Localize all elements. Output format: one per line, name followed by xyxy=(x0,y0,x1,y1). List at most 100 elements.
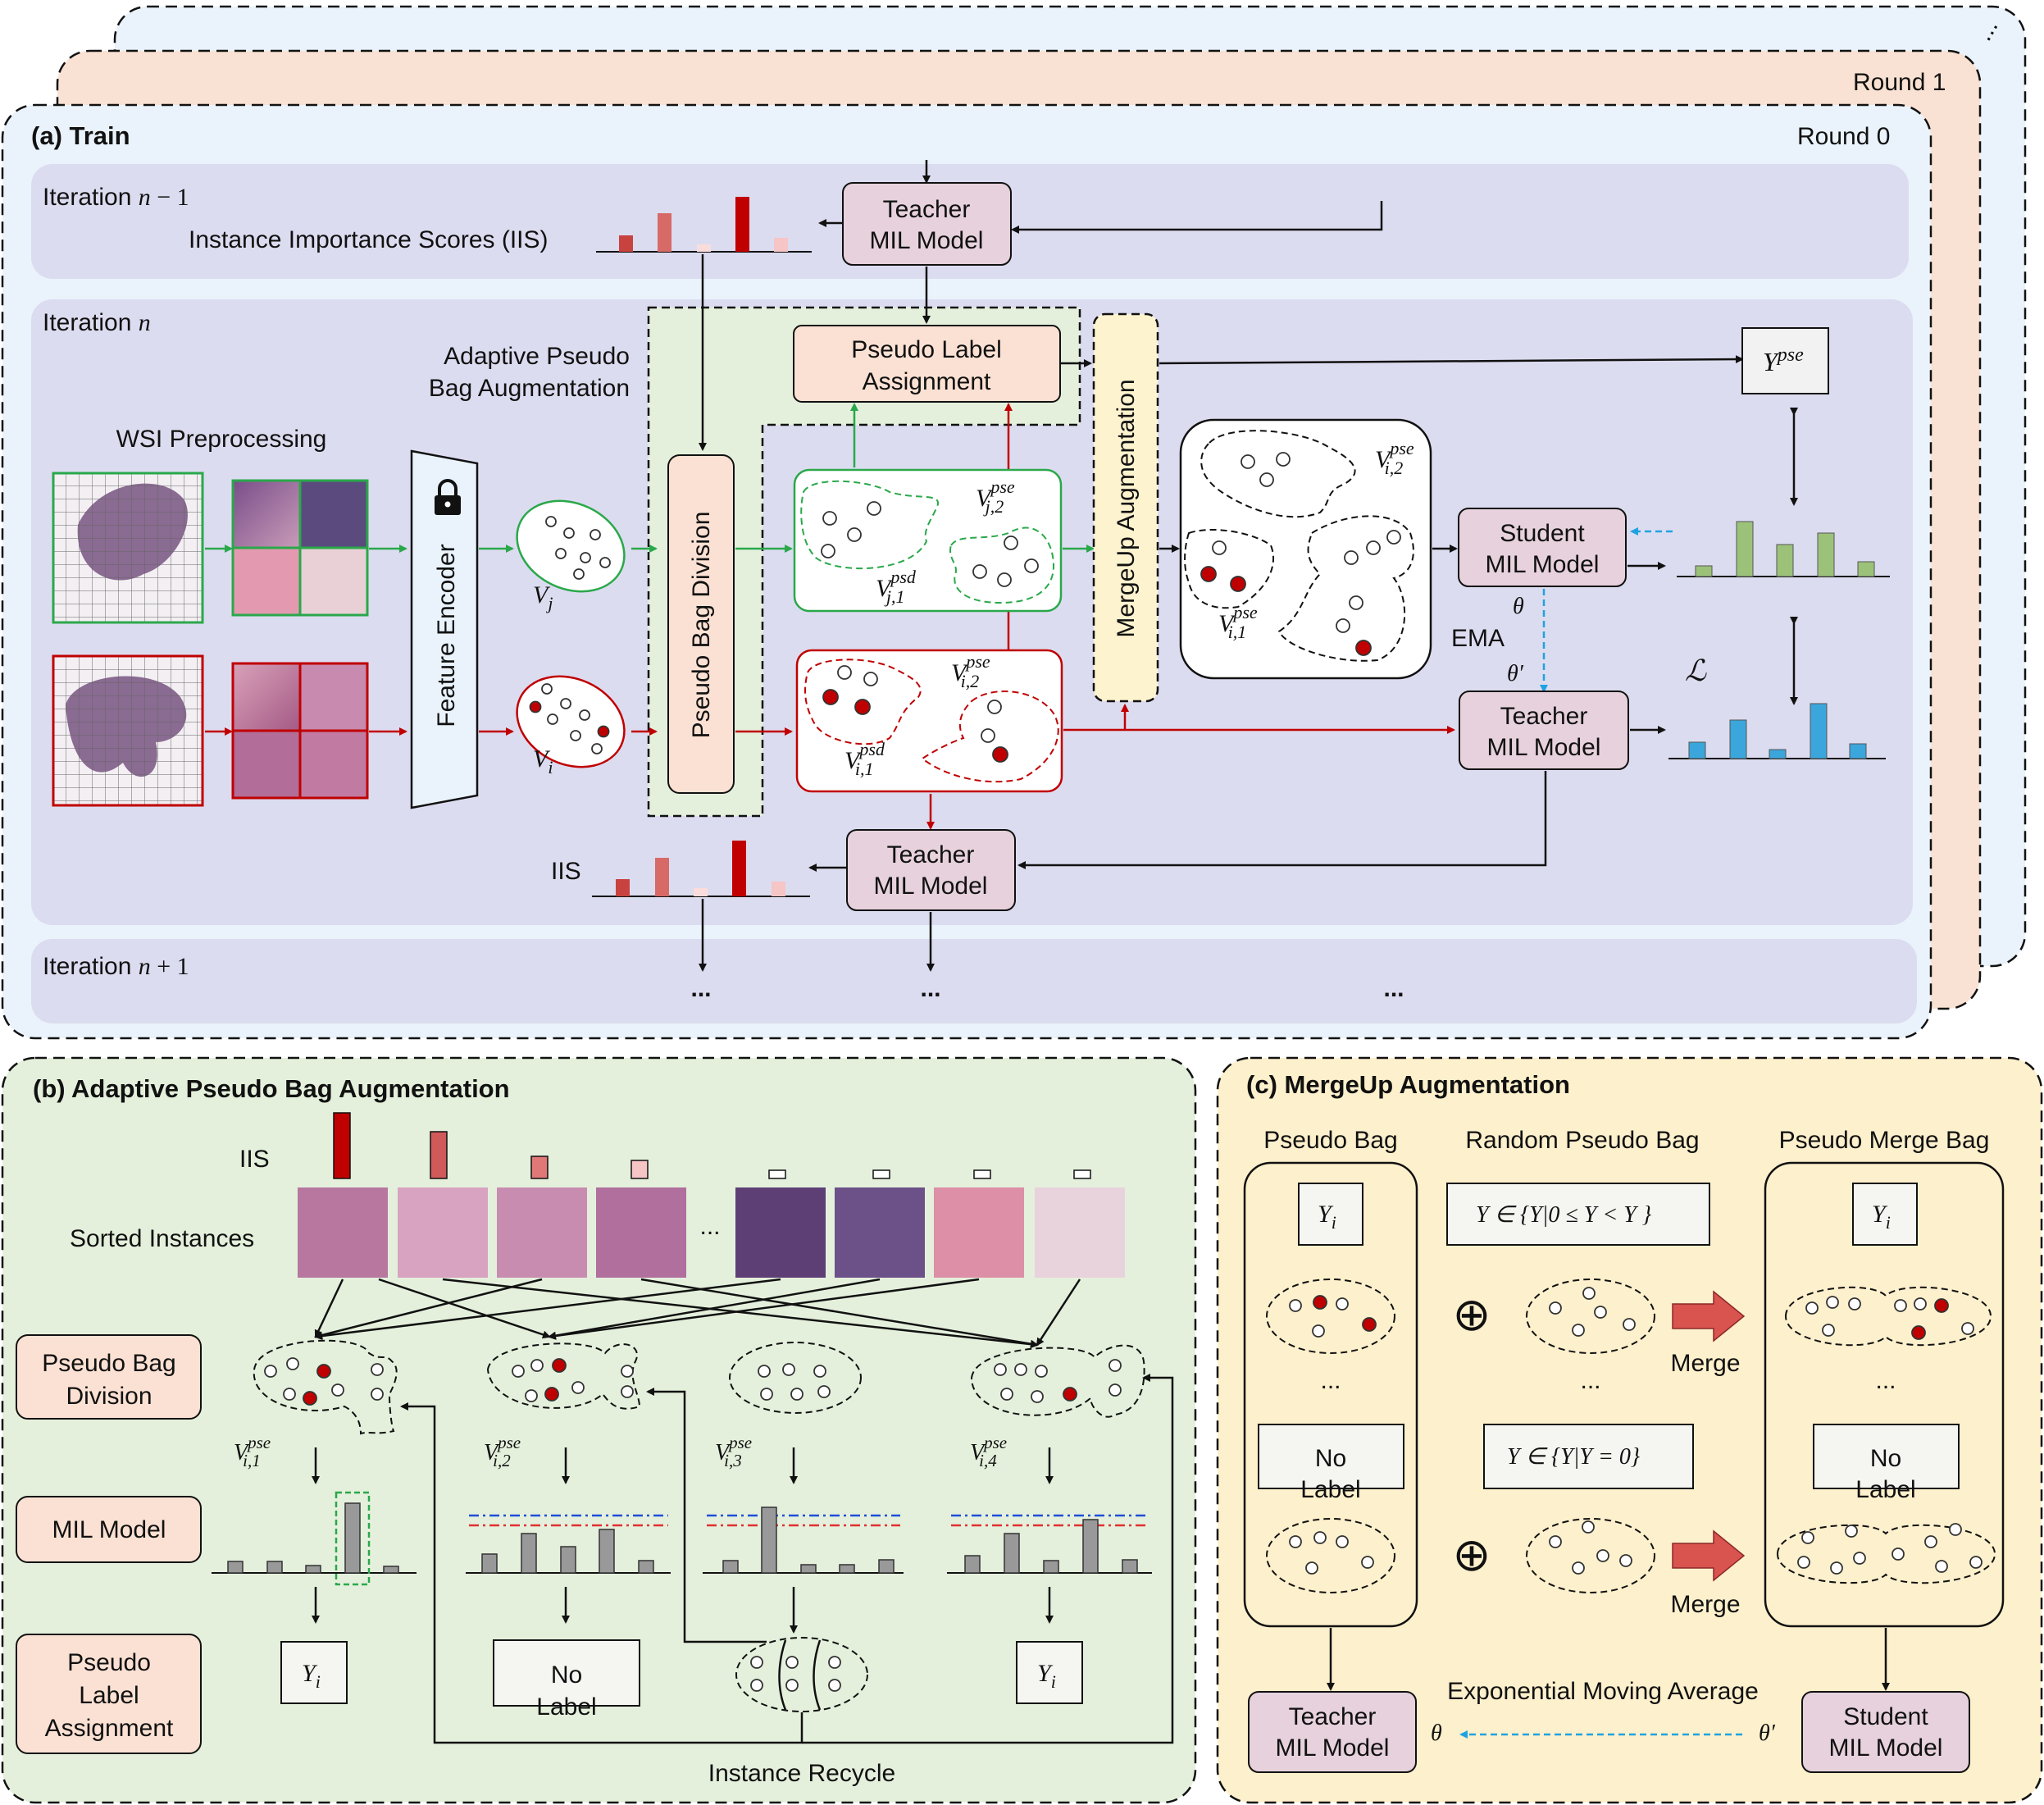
pseudo-bag-division-box xyxy=(667,454,735,794)
pla-l1: Pseudo Label xyxy=(851,336,1002,363)
b-mil-bars-4 xyxy=(947,1514,1152,1574)
b-iis-label: IIS xyxy=(239,1146,270,1173)
merged-bag-box xyxy=(1179,418,1432,680)
wsi-green xyxy=(52,472,204,624)
patches-green xyxy=(231,479,369,617)
apba-panel-title: (b) Adaptive Pseudo Bag Augmentation xyxy=(33,1074,510,1103)
mergeup-box xyxy=(1092,312,1159,703)
student-l2: MIL Model xyxy=(1486,551,1600,578)
panel-apba: (b) Adaptive Pseudo Bag Augmentation IIS… xyxy=(1,1056,1197,1804)
iteration-current-label: Iteration n xyxy=(43,309,151,336)
c-student-l1: Student xyxy=(1843,1703,1928,1730)
b-yi-box-2 xyxy=(1016,1641,1083,1704)
pla-l2: Assignment xyxy=(863,368,991,395)
teacher-cur-l1: Teacher xyxy=(1500,703,1588,730)
iteration-prev-label: Iteration n − 1 xyxy=(43,184,189,211)
c-nolabel-right-l1: No xyxy=(1870,1445,1901,1472)
sorted-dots: ... xyxy=(699,1213,720,1240)
teacher-lower-box xyxy=(846,829,1016,911)
b-down-arrows xyxy=(312,1447,1054,1634)
c-bag-left-1 xyxy=(1266,1279,1395,1354)
c-yj-cond1-box xyxy=(1446,1183,1710,1246)
iis-bars-current xyxy=(592,841,810,897)
c-pseudo-bag-box xyxy=(1243,1161,1418,1628)
teacher-low-l2: MIL Model xyxy=(874,873,988,900)
b-pla-l2: Label xyxy=(79,1682,139,1709)
apba-label-l2: Bag Augmentation xyxy=(429,375,630,402)
teacher-low-l1: Teacher xyxy=(887,841,975,868)
theta-prime-label: θ′ xyxy=(1507,661,1524,686)
c-merge-bag-title: Pseudo Merge Bag xyxy=(1779,1127,1990,1154)
wsi-red xyxy=(52,654,204,807)
c-theta: θ xyxy=(1431,1721,1442,1746)
c-yj-cond2: Y ∈ {Y|Y = 0} xyxy=(1507,1444,1640,1470)
recycle-bag xyxy=(735,1637,868,1712)
c-merged-bag-1 xyxy=(1784,1286,1992,1347)
teacher-prediction-bars xyxy=(1668,703,1886,759)
bag-vi-instances xyxy=(529,683,610,754)
b-mil-box xyxy=(16,1496,202,1563)
ellipsis-2: ... xyxy=(920,975,940,1002)
c-ema-label: Exponential Moving Average xyxy=(1447,1678,1759,1705)
b-yi-1: Yi xyxy=(302,1660,321,1692)
c-yj-cond1: Y ∈ {Y|0 ≤ Y < Y } xyxy=(1476,1202,1651,1228)
b-nolabel-l1: No xyxy=(551,1661,582,1689)
c-teacher-l1: Teacher xyxy=(1289,1703,1377,1730)
ellipsis-1: ... xyxy=(690,975,711,1002)
c-yi-box-left xyxy=(1298,1183,1363,1246)
c-bag-left-2 xyxy=(1266,1518,1395,1593)
round1-label: Round 1 xyxy=(1853,69,1946,96)
vj-label: Vj xyxy=(533,581,553,613)
iteration-next-label: Iteration n + 1 xyxy=(43,953,189,980)
c-random-bag-2 xyxy=(1526,1518,1655,1593)
train-title: (a) Train xyxy=(31,121,130,150)
b-nolabel-l2: Label xyxy=(536,1693,596,1721)
wsi-label: WSI Preprocessing xyxy=(116,426,327,453)
c-random-bag-title: Random Pseudo Bag xyxy=(1465,1127,1699,1154)
teacher-current-box xyxy=(1459,691,1629,770)
recycle-label: Instance Recycle xyxy=(708,1760,895,1787)
student-l1: Student xyxy=(1500,520,1585,547)
mergeup-label: MergeUp Augmentation xyxy=(1113,379,1140,637)
ellipsis-3: ... xyxy=(1383,975,1404,1002)
b-mil-bars-3 xyxy=(703,1506,904,1574)
b-yi-2: Yi xyxy=(1037,1660,1056,1692)
b-pla-l1: Pseudo xyxy=(67,1649,151,1676)
teacher-prev-l2: MIL Model xyxy=(870,227,984,254)
iis-full-label: Instance Importance Scores (IIS) xyxy=(189,226,549,253)
loss-label: ℒ xyxy=(1685,654,1707,687)
assignment-lines xyxy=(314,1278,1081,1349)
patches-red xyxy=(231,662,369,800)
b-div-l1: Pseudo Bag xyxy=(42,1350,175,1377)
b-mil-bars-1 xyxy=(212,1491,417,1586)
b-iis-bars xyxy=(333,1112,1091,1179)
mergeup-panel-title: (c) MergeUp Augmentation xyxy=(1246,1070,1570,1099)
c-merge-arrow-2 xyxy=(1672,1529,1746,1582)
c-dots-2: ... xyxy=(1580,1367,1600,1394)
c-yi-right: Yi xyxy=(1872,1201,1891,1233)
red-pseudo-bags xyxy=(795,649,1063,793)
c-nolabel-box-left xyxy=(1258,1424,1404,1489)
bag-vj xyxy=(516,499,626,593)
ypse-label: Ypse xyxy=(1763,344,1804,376)
apba-label-l1: Adaptive Pseudo xyxy=(444,343,630,370)
green-pseudo-bags xyxy=(793,468,1063,613)
iis-bars-prev xyxy=(596,197,812,253)
b-div-l2: Division xyxy=(66,1383,152,1410)
c-pseudo-bag-title: Pseudo Bag xyxy=(1263,1127,1397,1154)
c-nolabel-left-l2: Label xyxy=(1300,1476,1360,1503)
feature-encoder xyxy=(410,449,479,809)
c-student-l2: MIL Model xyxy=(1829,1734,1943,1762)
